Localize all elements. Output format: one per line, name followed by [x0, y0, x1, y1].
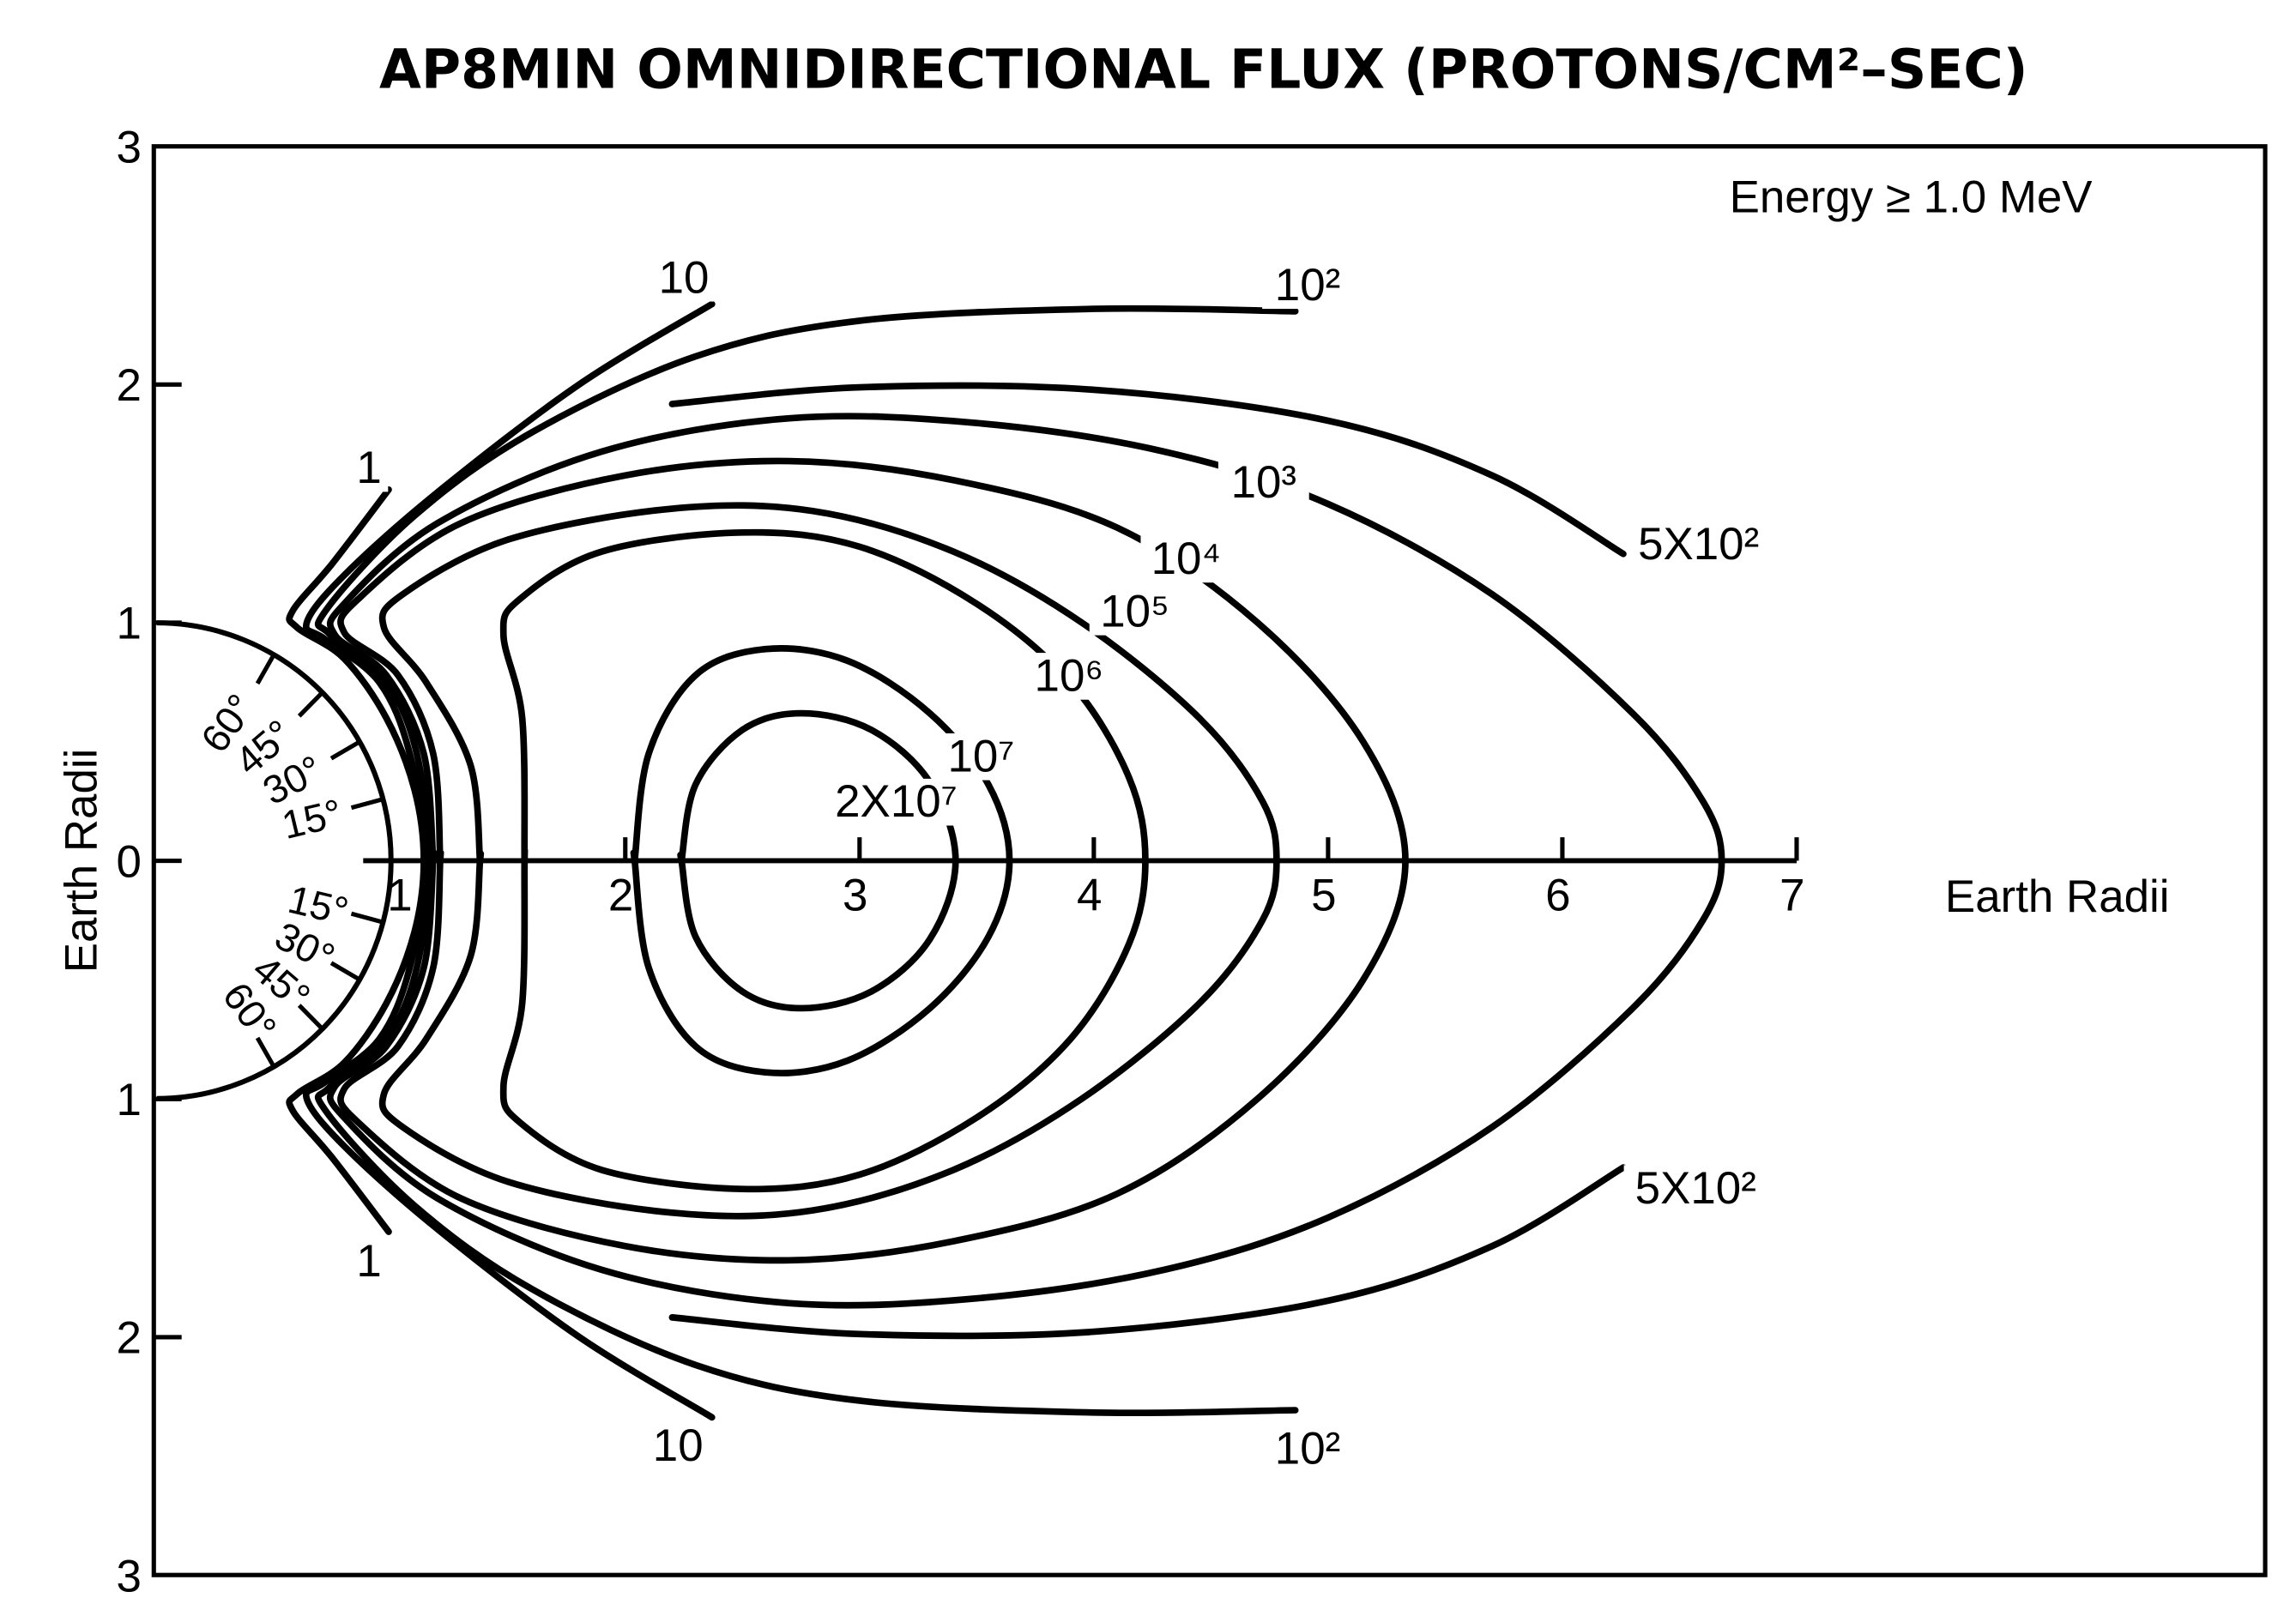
- y-tick-label: 3: [117, 1551, 142, 1601]
- x-tick-label: 7: [1779, 870, 1804, 920]
- contour-10²: [314, 305, 1299, 1417]
- latitude-tick: [329, 739, 361, 761]
- y-tick-label: 0: [117, 836, 142, 887]
- contour-10⁵: [378, 502, 1280, 1220]
- contour-10³: [326, 413, 1725, 1309]
- contour-label-bg: [645, 1422, 710, 1470]
- contour-label: 10: [653, 1420, 704, 1471]
- contour-label-bg: [1262, 262, 1353, 310]
- contour-label: 10²: [1275, 260, 1340, 311]
- latitude-tick: [297, 690, 324, 718]
- x-tick-label: 2: [608, 870, 633, 920]
- chart-title: AP8MIN OMNIDIRECTIONAL FLUX (PROTONS/CM²…: [379, 37, 2028, 100]
- contour-label: 10: [659, 252, 710, 303]
- contour-label-bg: [1217, 459, 1309, 507]
- contour-label-bg: [1623, 1165, 1767, 1212]
- contour-label: 5X10²: [1638, 519, 1759, 570]
- earth-semicircle: 60°60°45°45°30°30°15°15°: [156, 620, 394, 1101]
- contour-label: 10⁶: [1035, 650, 1104, 701]
- contour-label-bg: [1089, 588, 1181, 636]
- contour-label-bg: [651, 254, 716, 302]
- contour-label-bg: [1140, 535, 1232, 583]
- x-axis-label: Earth Radii: [1945, 871, 2170, 922]
- contour-label: 1: [356, 443, 381, 493]
- contour-label-bg: [1023, 653, 1115, 700]
- contour-10⁷: [630, 645, 1013, 1076]
- latitude-tick: [255, 654, 276, 685]
- latitude-tick: [350, 797, 384, 811]
- contour-label: 5X10²: [1635, 1163, 1756, 1214]
- latitude-tick: [329, 961, 361, 982]
- x-tick-label: 3: [843, 870, 867, 920]
- contour-5X10²-lower: [668, 1164, 1627, 1340]
- y-tick-label: 1: [117, 599, 142, 649]
- y-tick-label: 1: [117, 1075, 142, 1125]
- y-tick-label: 3: [117, 122, 142, 172]
- contour-label: 10⁴: [1151, 534, 1222, 584]
- latitude-tick: [350, 911, 384, 925]
- x-tick-label: 4: [1077, 870, 1102, 920]
- contour-label-bg: [349, 444, 389, 492]
- energy-annotation: Energy ≥ 1.0 MeV: [1730, 172, 2094, 222]
- contour-label-bg: [1262, 1426, 1353, 1473]
- x-tick-label: 5: [1311, 870, 1336, 920]
- contour-label-bg: [824, 778, 969, 826]
- y-tick-label: 2: [117, 1313, 142, 1364]
- x-tick-label: 6: [1545, 870, 1570, 920]
- contour-5X10²-upper: [668, 382, 1627, 558]
- latitude-tick: [297, 1004, 324, 1031]
- contour-label: 10⁷: [947, 731, 1014, 781]
- latitude-tick: [255, 1036, 276, 1068]
- contour-label-bg: [1627, 521, 1771, 569]
- contour-label: 10³: [1231, 457, 1296, 508]
- contour-10⁴: [337, 457, 1409, 1264]
- contour-label: 10²: [1275, 1424, 1340, 1474]
- contour-label: 2X10⁷: [835, 776, 958, 827]
- earth-outline: [156, 620, 394, 1101]
- contour-label: 1: [356, 1236, 381, 1287]
- y-axis-label: Earth Radii: [57, 749, 107, 974]
- contour-label-bg: [935, 733, 1027, 781]
- contour-2X10⁷: [677, 709, 959, 1012]
- contour-10⁶: [499, 528, 1149, 1193]
- contour-label-bg: [349, 1238, 389, 1286]
- contours: [286, 300, 1725, 1421]
- contour-label: 10⁵: [1100, 586, 1169, 636]
- y-tick-label: 2: [117, 360, 142, 411]
